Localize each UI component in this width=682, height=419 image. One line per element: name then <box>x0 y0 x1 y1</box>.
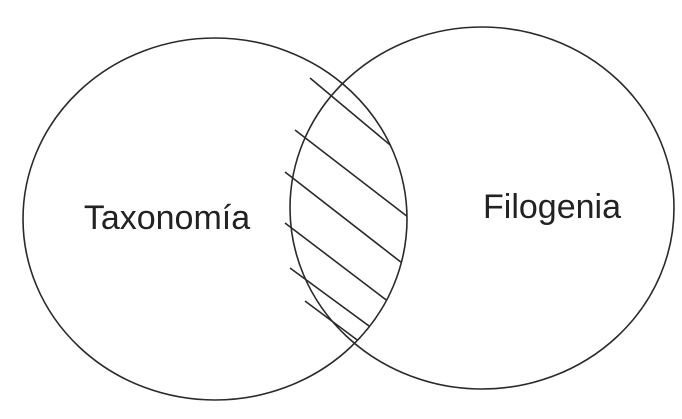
set-label-taxonomia: Taxonomía <box>84 199 250 237</box>
hatch-line <box>284 222 407 319</box>
set-circle-taxonomia <box>22 37 408 401</box>
intersection-hatching <box>284 77 407 358</box>
set-circle-filogenia <box>289 26 675 390</box>
hatch-line <box>309 77 407 171</box>
set-label-filogenia: Filogenia <box>483 188 621 226</box>
hatch-line <box>294 129 407 235</box>
intersection-hatching-inner <box>284 77 407 358</box>
hatch-line <box>284 171 407 278</box>
hatch-line <box>304 300 381 358</box>
